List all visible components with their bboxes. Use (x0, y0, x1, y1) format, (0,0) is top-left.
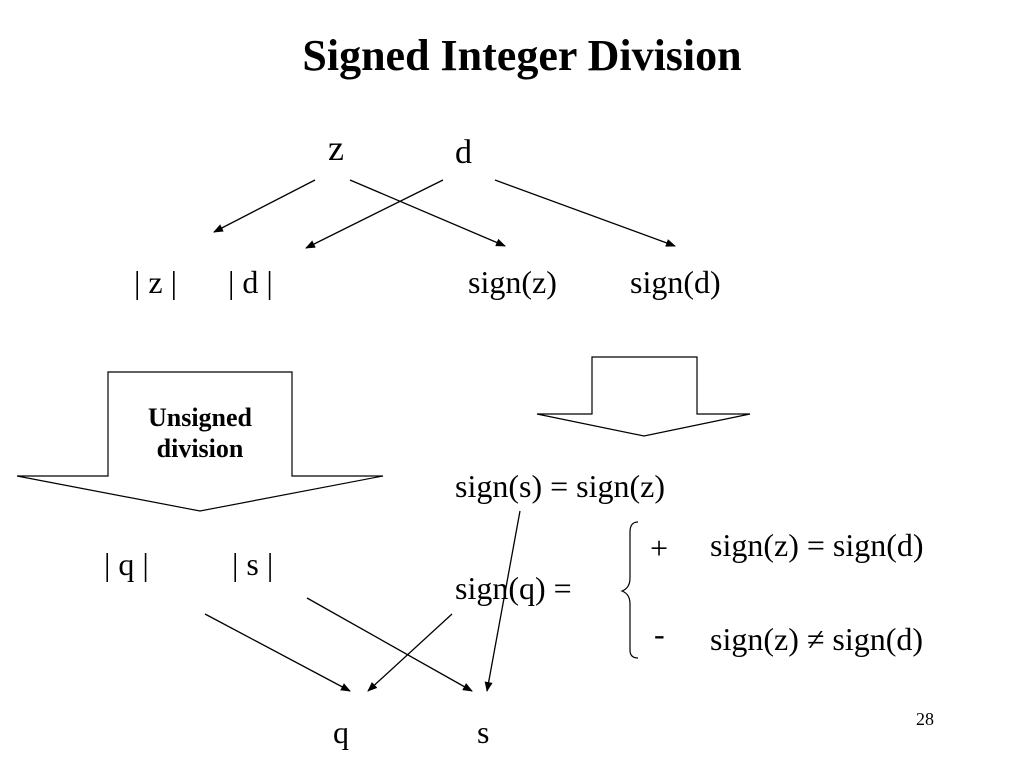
sign-s-rule: sign(s) = sign(z) (455, 468, 666, 504)
sign-z-label: sign(z) (468, 264, 557, 300)
sign-q-rule: sign(q) = (455, 570, 572, 606)
input-d: d (455, 134, 472, 171)
case-minus-symbol: - (654, 616, 665, 652)
case-plus-symbol: + (650, 530, 669, 566)
abs-q-label: | q | (104, 546, 149, 582)
input-z: z (328, 128, 344, 168)
arrow-d-to-sign-d (494, 179, 676, 247)
unsigned-division-line2: division (156, 434, 244, 464)
arrow-sign-q-to-q (367, 613, 453, 692)
output-s: s (477, 714, 490, 750)
sign-rule-block-arrow (536, 356, 751, 437)
arrow-abs-q-to-q (204, 613, 351, 692)
arrow-z-to-abs-z (213, 179, 316, 233)
cases-brace (620, 521, 639, 659)
arrow-d-to-abs-d (305, 179, 444, 249)
page-number: 28 (916, 709, 934, 729)
case-minus-condition: sign(z) ≠ sign(d) (710, 621, 924, 657)
arrow-z-to-sign-z (349, 179, 506, 247)
unsigned-division-block-arrow (16, 371, 384, 512)
slide-title: Signed Integer Division (302, 31, 742, 80)
output-q: q (333, 714, 349, 750)
unsigned-division-label: Unsigned division (108, 402, 292, 464)
abs-z-label: | z | (134, 264, 178, 300)
arrow-abs-s-to-s (306, 597, 473, 692)
unsigned-division-line1: Unsigned (147, 403, 253, 432)
sign-d-label: sign(d) (630, 264, 721, 300)
case-plus-condition: sign(z) = sign(d) (710, 527, 924, 563)
abs-d-label: | d | (228, 264, 273, 300)
abs-s-label: | s | (232, 546, 274, 582)
arrow-sign-s-to-s (484, 510, 521, 692)
